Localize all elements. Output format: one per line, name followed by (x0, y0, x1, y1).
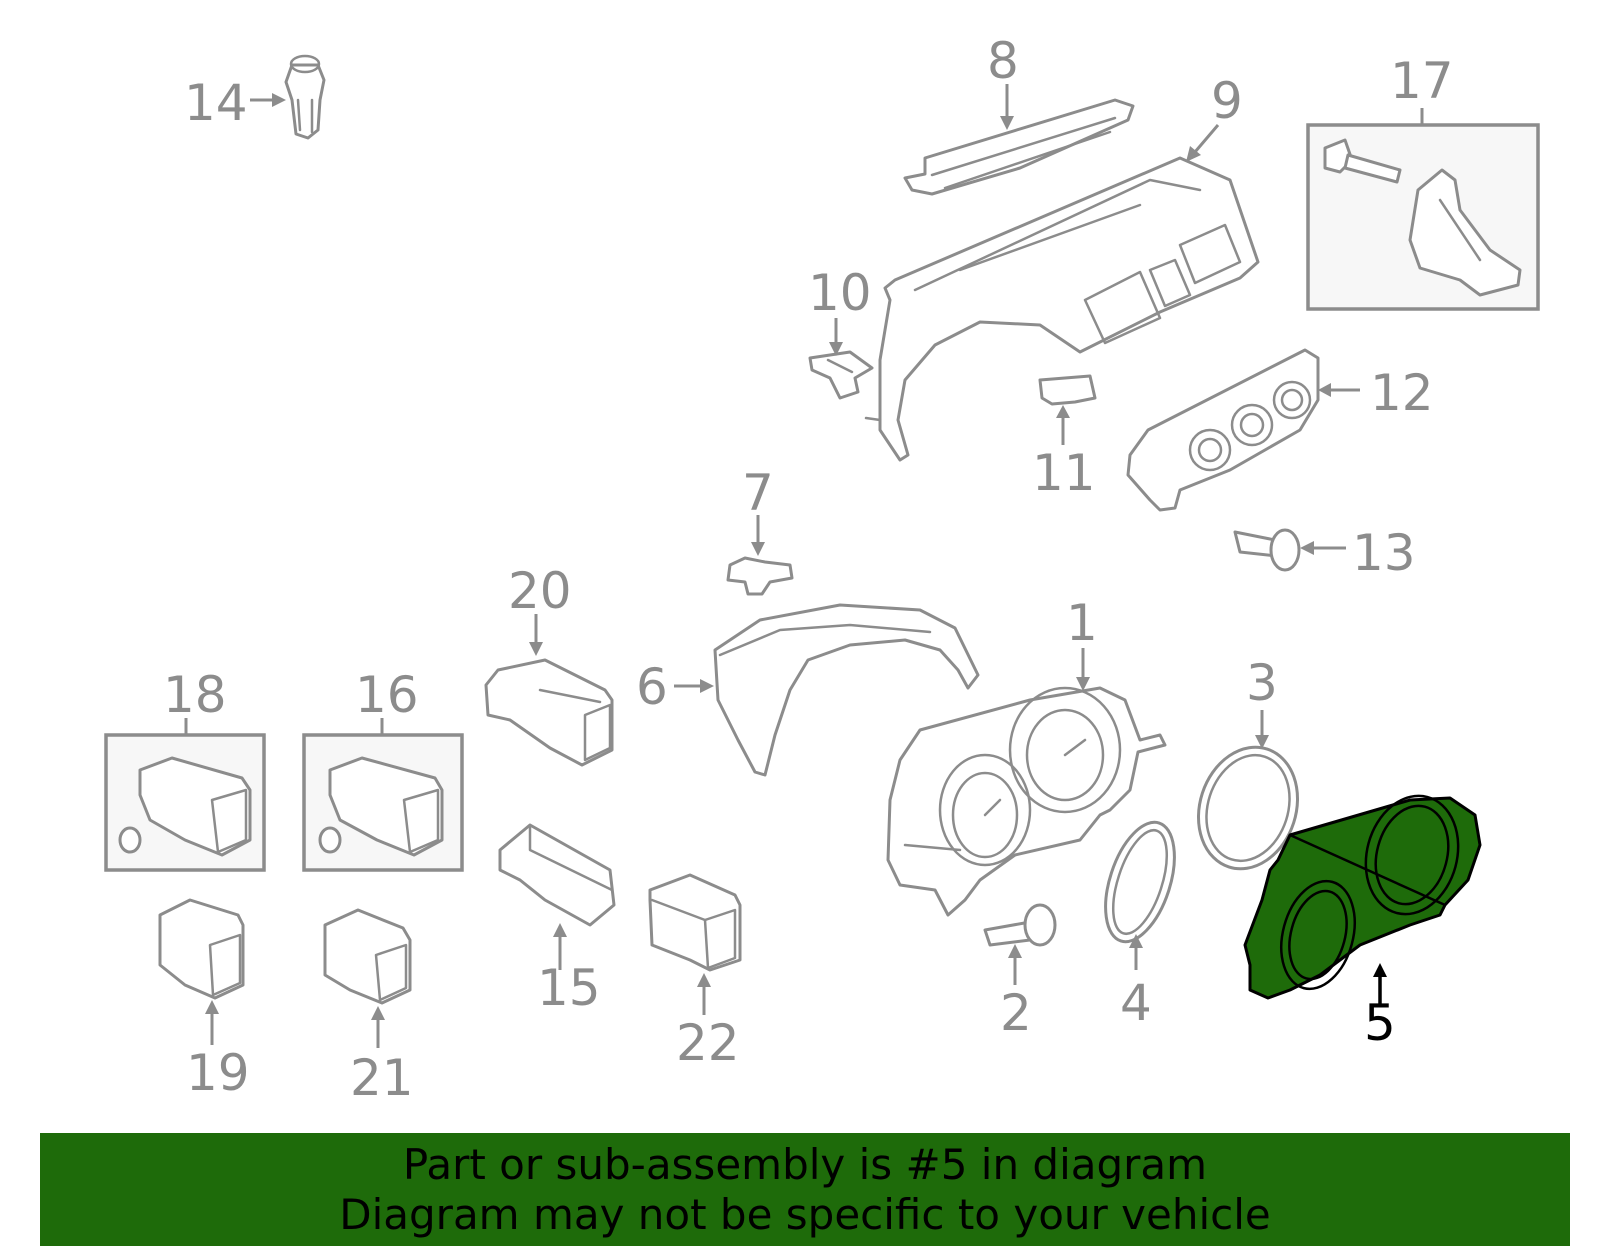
callout-17: 17 (1390, 52, 1454, 110)
banner-line-2: Diagram may not be specific to your vehi… (339, 1189, 1271, 1239)
callout-10: 10 (808, 264, 872, 322)
part-15-switch[interactable] (498, 823, 616, 927)
callout-5: 5 (1364, 994, 1396, 1052)
callout-2: 2 (1000, 984, 1032, 1042)
part-1-instrument-cluster[interactable] (886, 686, 1167, 917)
part-10-clip[interactable] (808, 350, 874, 400)
callout-4: 4 (1120, 974, 1152, 1032)
callout-3: 3 (1246, 654, 1278, 712)
callout-22: 22 (676, 1014, 740, 1072)
part-14-clip[interactable] (284, 54, 326, 140)
callout-1: 1 (1066, 594, 1098, 652)
callout-15: 15 (537, 959, 601, 1017)
part-6-cluster-hood[interactable] (713, 603, 980, 777)
part-19-switch[interactable] (158, 898, 245, 1000)
part-12-climate-control[interactable] (1126, 348, 1320, 512)
part-8-grille[interactable] (903, 98, 1135, 196)
part-3-lens[interactable] (1183, 734, 1313, 882)
callout-9: 9 (1211, 72, 1243, 130)
part-13-screw[interactable] (1233, 528, 1301, 572)
info-banner: Part or sub-assembly is #5 in diagram Di… (40, 1133, 1570, 1246)
part-16-kit[interactable] (302, 733, 464, 872)
callout-16: 16 (355, 666, 419, 724)
callout-21: 21 (350, 1049, 414, 1107)
callout-12: 12 (1370, 364, 1434, 422)
part-20-switch[interactable] (484, 658, 614, 767)
callout-8: 8 (987, 32, 1019, 90)
callout-14: 14 (184, 74, 248, 132)
part-5-cluster-bezel[interactable] (1243, 785, 1482, 1000)
part-18-kit[interactable] (104, 733, 266, 872)
part-21-switch[interactable] (323, 908, 412, 1005)
callout-13: 13 (1352, 524, 1416, 582)
part-9-panel-upper[interactable] (864, 156, 1260, 462)
part-4-lens[interactable] (1092, 814, 1187, 950)
banner-line-1: Part or sub-assembly is #5 in diagram (402, 1139, 1208, 1189)
callout-20: 20 (508, 562, 572, 620)
part-2-screw[interactable] (983, 903, 1057, 947)
callout-19: 19 (186, 1044, 250, 1102)
part-11-clip[interactable] (1038, 374, 1097, 406)
part-17-kit[interactable] (1306, 123, 1540, 311)
callout-18: 18 (163, 666, 227, 724)
part-22-switch[interactable] (648, 873, 742, 972)
callout-7: 7 (742, 464, 774, 522)
callout-6: 6 (636, 658, 668, 716)
callout-11: 11 (1032, 444, 1096, 502)
part-7-clip[interactable] (726, 556, 794, 596)
